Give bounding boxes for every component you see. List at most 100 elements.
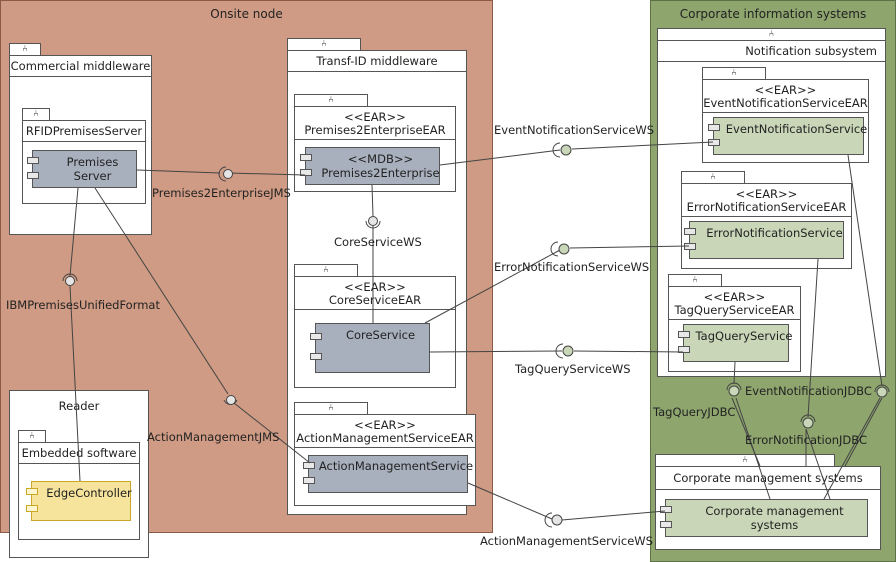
transf-id-middleware-tab: ⑃ bbox=[287, 38, 361, 50]
uml-component-icon bbox=[310, 353, 322, 360]
core-service-ear-tab: ⑃ bbox=[294, 264, 358, 276]
rfid-premises-server-title: RFIDPremisesServer bbox=[25, 124, 143, 138]
uml-component-icon bbox=[27, 172, 39, 179]
subsystem-fork-icon: ⑃ bbox=[742, 455, 748, 465]
action-management-jms-label: ActionManagementJMS bbox=[147, 430, 280, 444]
error-notification-service-component[interactable]: ErrorNotificationService bbox=[684, 221, 844, 259]
corporate-management-systems-tab: ⑃ bbox=[655, 454, 835, 466]
tag-query-service-ear-tab: ⑃ bbox=[668, 274, 722, 286]
uml-component-icon bbox=[26, 505, 38, 512]
connector-core-service-to-tag-ws bbox=[429, 350, 563, 353]
embedded-software-tab: ⑃ bbox=[18, 430, 46, 442]
connector-event-service-to-event-jdbc bbox=[847, 154, 883, 387]
lollipop-interface-icon bbox=[550, 241, 570, 257]
tag-query-service-ws-label: TagQueryServiceWS bbox=[515, 362, 631, 376]
connector-action-management-to-am-ws bbox=[467, 482, 553, 520]
uml-component-icon bbox=[660, 521, 672, 528]
premises2enterprise-label: <<MDB>> Premises2Enterprise bbox=[321, 148, 439, 184]
action-management-service-component[interactable]: ActionManagementService bbox=[303, 455, 474, 493]
connector-error-jdbc-to-corporate-2 bbox=[805, 428, 831, 500]
subsystem-fork-icon: ⑃ bbox=[692, 275, 698, 285]
tag-query-service-ear-name: TagQueryServiceEAR bbox=[674, 303, 795, 317]
connector-event-jdbc-to-corporate bbox=[844, 397, 883, 467]
reader-title: Reader bbox=[58, 399, 100, 413]
connector-event-jdbc-to-corporate-2 bbox=[823, 397, 881, 500]
premises2enterprise-ear-tab: ⑃ bbox=[294, 94, 368, 106]
connector-tag-service-to-tag-jdbc bbox=[733, 361, 736, 385]
corporate-management-systems-title: Corporate management systems bbox=[673, 471, 863, 485]
event-notification-service-label: EventNotificationService bbox=[725, 122, 868, 136]
action-management-service-label: ActionManagementService bbox=[318, 459, 474, 473]
connector-tag-jdbc-to-corporate-2 bbox=[731, 397, 761, 467]
connector-premises-server-to-jms bbox=[136, 169, 221, 174]
error-notification-service-ws-label: ErrorNotificationServiceWS bbox=[494, 260, 650, 274]
uml-component-icon bbox=[660, 506, 672, 513]
premises-server-label: Premises Server bbox=[66, 155, 119, 183]
corporate-management-systems-component[interactable]: Corporate management systems bbox=[660, 499, 868, 537]
connector-ibm-format-to-edge-controller bbox=[69, 285, 81, 482]
lollipop-interface-icon bbox=[365, 216, 381, 229]
event-notification-service-ws-label: EventNotificationServiceWS bbox=[494, 123, 655, 137]
connector-am-jms-to-action-management bbox=[233, 402, 311, 464]
lollipop-interface-icon bbox=[874, 384, 890, 398]
connector-premises2enterprise-to-core-ws bbox=[371, 184, 374, 217]
lollipop-interface-icon bbox=[726, 382, 742, 397]
corporate-node-title: Corporate information systems bbox=[679, 7, 867, 21]
action-management-service-ws-label: ActionManagementServiceWS bbox=[480, 534, 653, 548]
event-notification-service-ear-tab: ⑃ bbox=[702, 67, 766, 79]
notification-subsystem-tab: ⑃ bbox=[657, 28, 886, 40]
uml-component-icon bbox=[684, 228, 696, 235]
premises2enterprise-ear-name: Premises2EnterpriseEAR bbox=[304, 123, 446, 137]
edge-controller-component[interactable]: EdgeController bbox=[26, 481, 132, 521]
premises-server-component[interactable]: Premises Server bbox=[27, 150, 137, 188]
uml-component-icon bbox=[26, 488, 38, 495]
subsystem-fork-icon: ⑃ bbox=[323, 265, 329, 275]
lollipop-interface-icon bbox=[544, 512, 563, 528]
subsystem-fork-icon: ⑃ bbox=[328, 95, 334, 105]
core-service-ear-name: CoreServiceEAR bbox=[328, 293, 422, 307]
uml-component-icon bbox=[310, 333, 322, 340]
lollipop-interface-icon bbox=[62, 273, 78, 286]
subsystem-fork-icon: ⑃ bbox=[328, 403, 334, 413]
connector-jms-to-premises2enterprise bbox=[227, 172, 306, 176]
lollipop-interface-icon bbox=[555, 343, 574, 359]
connector-event-ws-to-event-service bbox=[571, 141, 714, 150]
uml-component-icon bbox=[27, 157, 39, 164]
subsystem-fork-icon: ⑃ bbox=[731, 68, 737, 78]
connector-error-ws-to-error-service bbox=[569, 245, 690, 249]
commercial-middleware-title: Commercial middleware bbox=[10, 59, 151, 73]
error-notification-service-ear-stereotype: <<EAR>> bbox=[735, 187, 798, 201]
tag-query-service-ear-stereotype: <<EAR>> bbox=[703, 290, 766, 304]
lollipop-interface-icon bbox=[218, 166, 233, 182]
action-management-service-ear-tab: ⑃ bbox=[294, 402, 368, 414]
connector-core-service-to-error-ws bbox=[424, 249, 561, 324]
subsystem-fork-icon: ⑃ bbox=[33, 109, 39, 119]
premises2enterprise-stereotype: <<MDB>> bbox=[347, 152, 414, 166]
premises2enterprise-jms-label: Premises2EnterpriseJMS bbox=[152, 186, 291, 200]
event-notification-service-ear-stereotype: <<EAR>> bbox=[754, 83, 817, 97]
premises2enterprise-component[interactable]: <<MDB>> Premises2Enterprise bbox=[300, 147, 440, 185]
connector-premises-server-to-am-jms bbox=[94, 187, 229, 395]
premises2enterprise-ear-stereotype: <<EAR>> bbox=[344, 110, 406, 124]
subsystem-fork-icon: ⑃ bbox=[22, 44, 28, 54]
tag-query-service-component[interactable]: TagQueryService bbox=[678, 324, 792, 362]
connector-error-service-to-error-jdbc bbox=[807, 258, 819, 418]
core-service-ws-label: CoreServiceWS bbox=[334, 235, 422, 249]
commercial-middleware-tab: ⑃ bbox=[9, 43, 41, 55]
event-notification-service-ear-name: EventNotificationServiceEAR bbox=[703, 96, 868, 110]
core-service-component[interactable]: CoreService bbox=[310, 323, 430, 373]
subsystem-fork-icon: ⑃ bbox=[768, 29, 775, 39]
uml-component-icon bbox=[303, 477, 315, 484]
onsite-node-title: Onsite node bbox=[210, 7, 283, 21]
error-notification-service-ear-name: ErrorNotificationServiceEAR bbox=[686, 200, 847, 214]
tag-query-jdbc-label: TagQueryJDBC bbox=[653, 405, 736, 419]
uml-component-icon bbox=[300, 169, 312, 176]
action-management-service-ear-stereotype: <<EAR>> bbox=[354, 418, 416, 432]
core-service-ear-stereotype: <<EAR>> bbox=[344, 280, 406, 294]
corporate-management-systems-label: Corporate management systems bbox=[705, 504, 844, 532]
event-notification-service-component[interactable]: EventNotificationService bbox=[708, 117, 868, 155]
subsystem-fork-icon: ⑃ bbox=[29, 431, 35, 441]
subsystem-fork-icon: ⑃ bbox=[321, 39, 327, 49]
lollipop-interface-icon bbox=[800, 414, 816, 429]
